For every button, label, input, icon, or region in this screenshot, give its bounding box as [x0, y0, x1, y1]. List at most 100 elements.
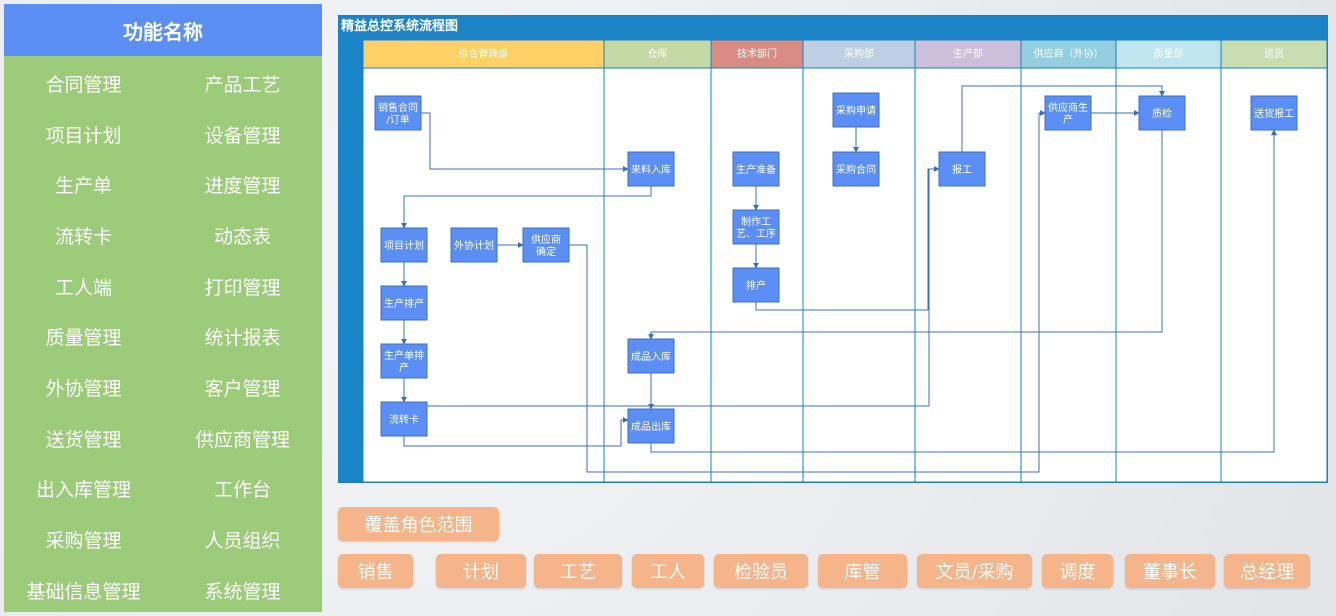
sidebar-item-15[interactable]: 供应商管理 [194, 428, 290, 451]
lane-label-7: 送货 [1264, 47, 1284, 60]
flow-node-label: 生产单排产 [384, 349, 424, 374]
role-button-9[interactable]: 总经理 [1224, 554, 1310, 588]
sidebar-item-1[interactable]: 产品工艺 [204, 73, 281, 96]
flow-edge-13 [648, 130, 1163, 340]
flowchart-panel: 精益总控系统流程图 综合管理部仓库技术部门采购部生产部供应商（外协）质量部送货 … [338, 15, 1328, 483]
flow-node-label: 外协计划 [454, 239, 494, 252]
sidebar-item-17[interactable]: 工作台 [213, 479, 271, 502]
flow-edge-15 [569, 110, 1046, 473]
flow-node-label: 制作工艺、工序 [736, 215, 776, 240]
role-button-1[interactable]: 计划 [436, 554, 526, 588]
flow-node-card[interactable]: 流转卡 [380, 401, 428, 437]
flow-node-label: 生产准备 [736, 163, 776, 176]
flow-node-label: 采购申请 [836, 104, 876, 117]
flow-node-label: 采购合同 [836, 163, 876, 176]
sidebar-item-3[interactable]: 设备管理 [204, 124, 281, 147]
sidebar-item-8[interactable]: 工人端 [54, 276, 112, 299]
flow-node-label: 质检 [1152, 107, 1172, 120]
flow-node-label: 销售合同/订单 [378, 101, 418, 126]
sidebar-item-14[interactable]: 送货管理 [45, 428, 122, 451]
role-button-3[interactable]: 工人 [632, 554, 704, 588]
function-sidebar: 功能名称 合同管理 产品工艺项目计划 设备管理生产单 进度管理流转卡 动态表工人端 打印管… [4, 4, 322, 612]
lane-body-7 [1220, 67, 1327, 482]
lane-label-4: 生产部 [953, 47, 983, 60]
sidebar-item-11[interactable]: 统计报表 [204, 327, 281, 350]
flow-node-outplan[interactable]: 外协计划 [450, 227, 498, 263]
flow-node-label: 排产 [746, 279, 766, 292]
flow-node-label: 成品入库 [631, 350, 671, 363]
flowchart-title: 精益总控系统流程图 [339, 16, 1327, 40]
flow-node-fgin[interactable]: 成品入库 [627, 338, 675, 374]
sidebar-item-19[interactable]: 人员组织 [204, 530, 281, 553]
flow-node-prodorder[interactable]: 生产单排产 [380, 343, 428, 379]
flow-node-label: 生产排产 [384, 297, 424, 310]
flow-node-qc[interactable]: 质检 [1138, 95, 1186, 131]
flow-node-pcon[interactable]: 采购合同 [832, 151, 880, 187]
lane-body-4 [914, 67, 1022, 482]
flow-node-craft[interactable]: 制作工艺、工序 [732, 209, 780, 245]
flow-node-supsel[interactable]: 供应商确定 [522, 227, 570, 263]
flow-edge-17 [427, 168, 939, 407]
flow-node-label: 供应商生产 [1048, 101, 1088, 126]
lane-label-5: 供应商（外协） [1034, 47, 1104, 60]
role-button-2[interactable]: 工艺 [534, 554, 622, 588]
flow-node-prep[interactable]: 生产准备 [732, 151, 780, 187]
flow-node-prodsch[interactable]: 生产排产 [380, 285, 428, 321]
sidebar-item-10[interactable]: 质量管理 [45, 327, 122, 350]
flow-node-label: 成品出库 [631, 420, 671, 433]
sidebar-item-2[interactable]: 项目计划 [45, 124, 122, 147]
flow-edge-1 [401, 186, 652, 229]
role-button-5[interactable]: 库管 [818, 554, 907, 588]
flow-node-sched[interactable]: 排产 [732, 267, 780, 303]
sidebar-item-4[interactable]: 生产单 [54, 175, 112, 198]
flow-node-label: 流转卡 [389, 413, 419, 426]
lane-label-3: 采购部 [844, 47, 874, 60]
flow-edge-11 [755, 166, 940, 311]
lane-header-4 [914, 39, 1022, 69]
lane-body-3 [802, 67, 916, 482]
sidebar-menu: 合同管理 产品工艺项目计划 设备管理生产单 进度管理流转卡 动态表工人端 打印管理质量管理… [4, 56, 322, 616]
sidebar-item-18[interactable]: 采购管理 [45, 530, 122, 553]
role-button-0[interactable]: 销售 [338, 554, 413, 588]
lane-header-6 [1115, 39, 1222, 69]
flow-node-sales[interactable]: 销售合同/订单 [374, 95, 422, 131]
flow-node-preq[interactable]: 采购申请 [832, 92, 880, 128]
roles-title: 覆盖角色范围 [338, 507, 499, 541]
flow-node-label: 供应商确定 [531, 233, 561, 258]
sidebar-item-20[interactable]: 基础信息管理 [26, 580, 141, 603]
flow-node-inbound[interactable]: 来料入库 [627, 151, 675, 187]
flow-node-label: 来料入库 [631, 163, 671, 176]
flowchart-side-bar [339, 40, 363, 482]
sidebar-item-9[interactable]: 打印管理 [204, 276, 281, 299]
role-button-7[interactable]: 调度 [1042, 554, 1113, 588]
flow-node-label: 送货报工 [1254, 107, 1294, 120]
flow-node-report[interactable]: 报工 [938, 151, 986, 187]
flow-node-supprod[interactable]: 供应商生产 [1044, 95, 1092, 131]
role-button-6[interactable]: 文员/采购 [917, 554, 1032, 588]
sidebar-item-13[interactable]: 客户管理 [204, 377, 281, 400]
flow-edge-6 [403, 417, 629, 447]
flow-edge-12 [961, 85, 1165, 152]
flow-edge-16 [650, 129, 1277, 453]
lane-label-0: 综合管理部 [459, 47, 509, 60]
lane-label-1: 仓库 [648, 47, 668, 60]
flow-node-label: 报工 [952, 163, 972, 176]
sidebar-title: 功能名称 [4, 4, 322, 56]
flow-node-fgout[interactable]: 成品出库 [627, 408, 675, 444]
sidebar-item-12[interactable]: 外协管理 [45, 377, 122, 400]
sidebar-item-5[interactable]: 进度管理 [204, 175, 281, 198]
sidebar-item-16[interactable]: 出入库管理 [35, 479, 131, 502]
flow-node-plan[interactable]: 项目计划 [380, 227, 428, 263]
flow-node-delivery[interactable]: 送货报工 [1250, 95, 1298, 131]
lane-header-3 [802, 39, 916, 69]
lane-label-2: 技术部门 [737, 47, 777, 60]
sidebar-item-0[interactable]: 合同管理 [45, 73, 122, 96]
flow-edge-0 [421, 112, 629, 172]
sidebar-item-7[interactable]: 动态表 [213, 225, 271, 248]
flow-node-label: 项目计划 [384, 239, 424, 252]
sidebar-item-6[interactable]: 流转卡 [54, 225, 112, 248]
sidebar-item-21[interactable]: 系统管理 [204, 580, 281, 603]
flowchart-diagram: 综合管理部仓库技术部门采购部生产部供应商（外协）质量部送货 销售合同/订单项目计… [362, 39, 1327, 482]
role-button-4[interactable]: 检验员 [714, 554, 808, 588]
role-button-8[interactable]: 董事长 [1125, 554, 1215, 588]
